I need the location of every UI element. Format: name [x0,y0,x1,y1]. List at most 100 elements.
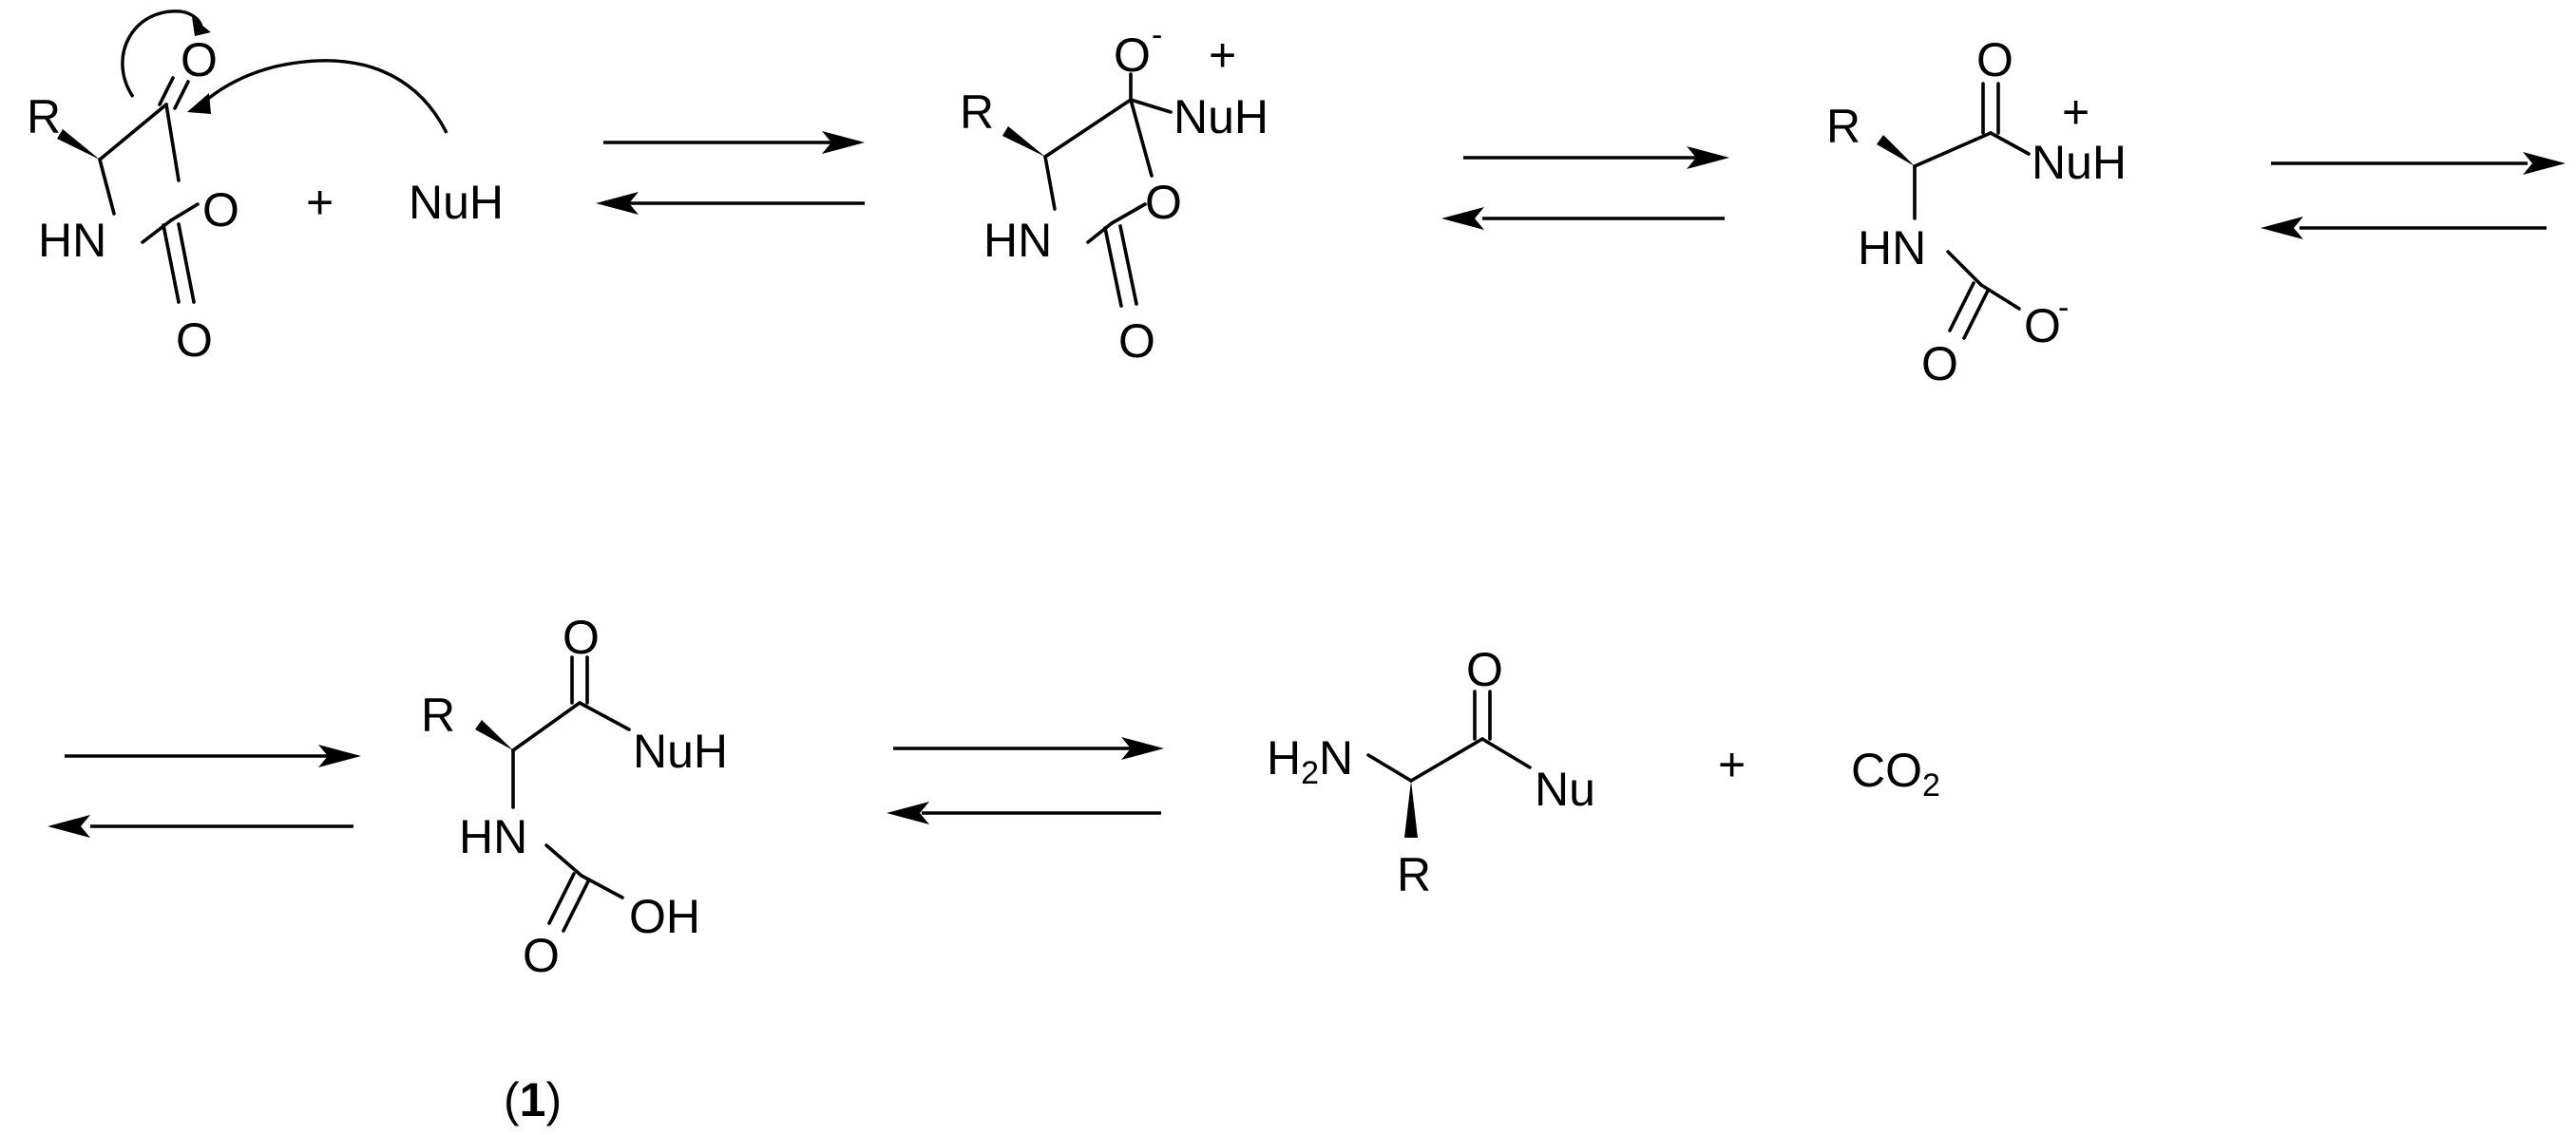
arrowhead [187,93,211,114]
nu-label: Nu [1535,763,1595,816]
bond [173,80,190,110]
carbonyl-o-bottom: O [176,313,213,367]
amine-h: H [1267,731,1301,785]
amide-product: H2N O Nu R [1267,643,1595,901]
stereo-wedge [1002,126,1045,157]
stereo-wedge [475,720,513,750]
sidechain-r: R [421,689,455,742]
carbamate-o-minus-label: O [2024,299,2061,352]
plus-sign-1: + [306,176,334,229]
carbamate-o-label: O [523,929,560,982]
bond [1043,98,1133,159]
bond [177,222,196,304]
alkoxide-charge: - [1152,17,1162,53]
equilibrium-arrow-3 [2261,152,2566,239]
cation-charge: + [1209,28,1236,82]
carbonyl-o-label: O [1118,314,1155,368]
cation-charge: + [2062,85,2089,139]
stereo-wedge [57,129,100,160]
sidechain-r: R [1397,848,1431,901]
nucleophile-nuh: NuH [409,176,504,229]
bond [1110,202,1147,225]
sidechain-r: R [27,90,61,143]
carbonyl-o-label: O [1976,33,2013,86]
amine-n: N [1319,731,1353,785]
bond [1103,226,1123,308]
bond [544,843,583,878]
sidechain-r: R [960,85,994,139]
equilibrium-arrow-2 [1441,146,1729,230]
forward-arrowhead [2523,152,2566,175]
oh-label: OH [629,890,700,943]
nuh-label: NuH [1174,90,1269,143]
reverse-arrowhead [1441,207,1484,230]
bond [169,202,200,222]
bond [1129,98,1173,114]
carbonyl-o-label: O [563,611,600,664]
bond [141,218,173,244]
alkoxide-o-label: O [1114,28,1151,82]
bond [578,701,631,731]
co2-label: CO2 [1851,744,1940,804]
sidechain-r: R [1826,100,1860,153]
bond [1043,155,1057,211]
amine-label: H2N [1267,731,1353,791]
forward-arrowhead [822,131,865,154]
arrowhead [192,17,211,36]
carbamic-acid-compound-1: R O NuH HN O OH (1) [421,611,728,1126]
reverse-arrowhead [2261,217,2303,239]
amine-subscript: 2 [1301,755,1319,791]
co2-main: CO [1851,744,1922,797]
stereo-wedge [1404,781,1418,838]
compound-label-number: 1 [520,1073,546,1126]
ring-o-label: O [1145,176,1182,229]
reactant-nca: R HN O O O [27,9,448,367]
bond [562,880,590,933]
compound-label: (1) [504,1073,562,1126]
carbonyl-o-top: O [181,33,218,86]
bond [158,76,175,106]
carbamate-o-label: O [1921,337,1958,390]
nh-label: HN [1858,221,1926,274]
bond [1946,250,1983,287]
reverse-arrowhead [48,815,90,838]
bond [1366,753,1413,783]
electron-push-arrow-small [121,9,203,98]
bond [98,158,116,216]
bond [1948,281,1975,332]
ring-o-label: O [202,183,239,236]
bond [1118,224,1138,306]
nuh-label: NuH [633,725,728,778]
carbonyl-o-label: O [1466,643,1503,696]
bond [1979,283,2021,311]
ring-nh-label: HN [38,214,106,267]
equilibrium-arrow-1 [596,131,865,215]
bond [1409,737,1484,783]
electron-push-arrow-attack [200,59,448,134]
bond [511,701,582,752]
equilibrium-arrow-4 [48,745,361,838]
bond [1913,131,1993,168]
bond [1480,737,1532,769]
bond [162,223,181,304]
reverse-arrowhead [596,192,639,215]
nh-label: HN [459,810,527,863]
bond [1129,98,1154,178]
bond [580,874,624,899]
ring-opened-intermediate: R O + NuH HN O O - [1826,33,2127,390]
forward-arrowhead [318,745,361,767]
forward-arrowhead [1121,737,1164,760]
ring-nh-label: HN [983,214,1052,267]
equilibrium-arrow-5 [887,737,1164,824]
compound-label-close: ) [545,1073,562,1126]
stereo-wedge [1877,135,1915,166]
forward-arrowhead [1687,146,1729,169]
bond [164,103,181,182]
carbamate-charge: - [2058,290,2069,326]
co2-subscript: 2 [1922,767,1940,804]
bond [98,103,168,161]
bond [1086,221,1114,244]
bond [1989,131,2031,156]
compound-label-open: ( [504,1073,520,1126]
